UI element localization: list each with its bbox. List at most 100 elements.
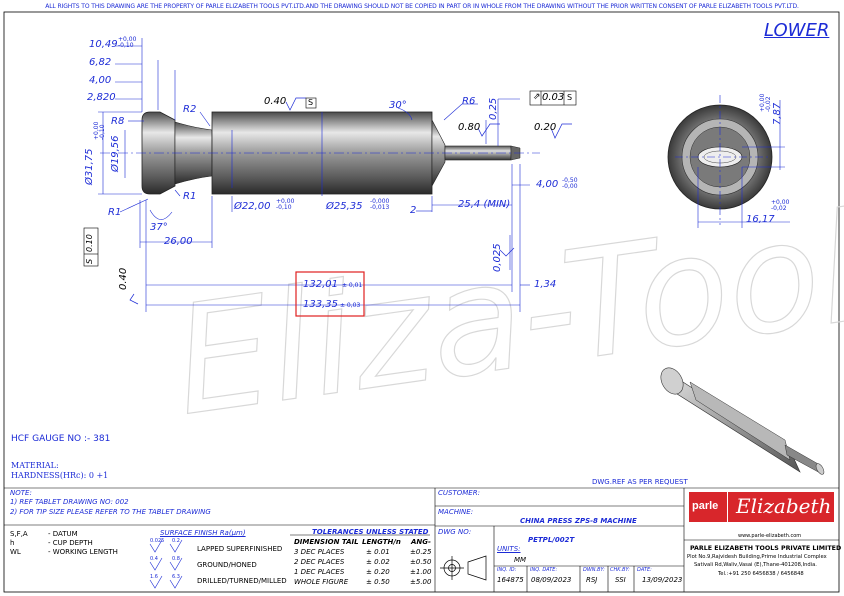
dim-2: 2 (410, 205, 417, 216)
length-133-35-tolerance: ± 0,03 (340, 302, 361, 309)
machine-label: MACHINE: (438, 508, 474, 516)
dwn-by-label: DWN.BY: (583, 567, 605, 573)
note-2: 2) FOR TIP SIZE PLEASE REFER TO THE TABL… (10, 508, 211, 516)
tip-dim-16-17: 16,17 (746, 214, 775, 225)
dim-0-025: 0,025 (492, 243, 503, 272)
length-133-35: 133,35 (303, 299, 338, 310)
flatness-value: 0.03 (542, 92, 565, 103)
length-132-01: 132,01 (303, 279, 338, 290)
machine-value: CHINA PRESS ZPS-8 MACHINE (520, 517, 637, 525)
tol-r2-c1: ± 0.20 (366, 568, 390, 576)
dim-2-820: 2,820 (87, 92, 116, 103)
legend-code-0: S,F,A (10, 530, 28, 538)
sf-row-2-b: 6.3 (172, 574, 180, 580)
date-label: DATE: (637, 567, 652, 573)
dim-4-00-right-tolerance: -0,50-0,00 (562, 177, 578, 190)
tip-dim-7-87-tolerance: +0,00-0,02 (759, 93, 772, 112)
legend-desc-1: - CUP DEPTH (48, 539, 93, 547)
radius-r8: R8 (111, 116, 125, 127)
tol-header-2: ANG- (411, 538, 431, 546)
dia-25-35-tolerance: -0,000-0,013 (370, 198, 390, 211)
dia-19-56: Ø19,56 (110, 135, 121, 173)
finish-040-top: 0.40 (264, 96, 287, 107)
dim-0-25: 0,25 (488, 97, 499, 120)
sf-row-1-b: 0.8 (172, 556, 180, 562)
dia-31-75: Ø31,75 (84, 148, 95, 186)
tolerances-title: TOLERANCES UNLESS STATED (312, 528, 429, 536)
date-value: 13/09/2023 (642, 576, 683, 584)
tol-r0-c1: ± 0.01 (366, 548, 390, 556)
dim-4-00: 4,00 (89, 75, 112, 86)
sf-row-0-label: LAPPED SUPERFINISHED (197, 545, 283, 553)
dia-25-35: Ø25,35 (326, 201, 363, 212)
customer-label: CUSTOMER: (438, 489, 480, 497)
tol-r1-c2: ±0.50 (410, 558, 432, 566)
tol-r3-c1: ± 0.50 (366, 578, 390, 586)
dia-22-00-tolerance: +0,00-0,10 (276, 198, 295, 211)
flatness-icon: ⇗ (533, 92, 541, 102)
dim-26-00: 26,00 (164, 236, 193, 247)
logo-parle: parle (692, 500, 719, 512)
radius-r1-right: R1 (183, 191, 197, 202)
units-value: MM (514, 556, 527, 564)
copyright-notice: ALL RIGHTS TO THIS DRAWING ARE THE PROPE… (45, 3, 799, 10)
hardness-label: HARDNESS(HRc): 0 +1 (11, 471, 109, 480)
tol-r1-c0: 2 DEC PLACES (294, 558, 345, 566)
legend-code-1: h (10, 539, 15, 547)
radius-r1-left: R1 (108, 207, 122, 218)
sf-row-1-label: GROUND/HONED (197, 561, 257, 569)
inq-id-label: INQ. ID: (497, 567, 517, 573)
sf-row-2-label: DRILLED/TURNED/MILLED (197, 577, 287, 585)
sf-row-2-a: 1.6 (150, 574, 158, 580)
dwg-no-label: DWG NO: (438, 528, 472, 536)
sf-row-1-a: 0.4 (150, 556, 158, 562)
chk-by-label: CHK.BY: (610, 567, 630, 573)
dim-1-34: 1,34 (534, 279, 557, 290)
angle-30: 30° (389, 100, 407, 111)
datum-s-box: S (308, 98, 314, 107)
flatness-reference: S (567, 93, 573, 102)
tol-header-1: LENGTH/n (362, 538, 401, 546)
sf-row-0-b: 0.2 (172, 538, 180, 544)
inq-date-label: INQ. DATE: (530, 567, 558, 573)
dim-25-4-min: 25,4 (MIN) (458, 199, 511, 210)
view-label: LOWER (764, 20, 830, 41)
dim-4-00-right: 4,00 (536, 179, 559, 190)
surface-finish-title: SURFACE FINISH Ra(µm) (160, 529, 246, 537)
dwn-by-value: RSJ (586, 576, 598, 584)
dwg-ref: DWG.REF AS PER REQUEST (592, 478, 688, 486)
company-address-1: Plot No.9,Rajvidesh Building,Prime Indus… (687, 554, 827, 560)
dwg-no-value: PETPL/002T (528, 536, 575, 544)
tol-r2-c0: 1 DEC PLACES (294, 568, 345, 576)
company-tel: Tel.:+91 250 6456838 / 6456848 (718, 571, 804, 577)
note-1: 1) REF TABLET DRAWING NO: 002 (10, 498, 129, 506)
hcf-gauge: HCF GAUGE NO :- 381 (11, 434, 111, 444)
company-website: www.parle-elizabeth.com (738, 533, 802, 539)
material-label: MATERIAL: (11, 461, 59, 470)
dim-10-49: 10,49 (89, 39, 118, 50)
inq-date-value: 08/09/2023 (531, 576, 572, 584)
radius-r6: R6 (462, 96, 476, 107)
angle-37: 37° (150, 222, 168, 233)
tol-header-0: DIMENSION TAIL (294, 538, 359, 546)
tol-r0-c0: 3 DEC PLACES (294, 548, 345, 556)
legend-desc-2: - WORKING LENGTH (48, 548, 118, 556)
radius-r2: R2 (183, 104, 197, 115)
finish-020: 0.20 (534, 122, 557, 133)
inq-id-value: 164875 (497, 576, 524, 584)
company-address-2: Sativali Rd,Waliv,Vasai (E),Thane-401208… (694, 562, 817, 568)
runout-value: 0.10 (85, 234, 94, 252)
legend-desc-0: - DATUM (48, 530, 78, 538)
legend-code-2: WL (10, 548, 21, 556)
tol-r0-c2: ±0.25 (410, 548, 432, 556)
tol-r2-c2: ±1.00 (410, 568, 432, 576)
tol-r1-c1: ± 0.02 (366, 558, 390, 566)
finish-040-left: 0.40 (118, 267, 129, 290)
units-label: UNITS: (497, 545, 521, 553)
length-132-01-tolerance: ± 0,01 (342, 282, 363, 289)
chk-by-value: SSI (615, 576, 626, 584)
logo-elizabeth: Elizabeth (736, 494, 832, 518)
company-name: PARLE ELIZABETH TOOLS PRIVATE LIMITED (690, 545, 842, 552)
tol-r3-c0: WHOLE FIGURE (294, 578, 349, 586)
sf-row-0-a: 0.025 (150, 538, 165, 544)
